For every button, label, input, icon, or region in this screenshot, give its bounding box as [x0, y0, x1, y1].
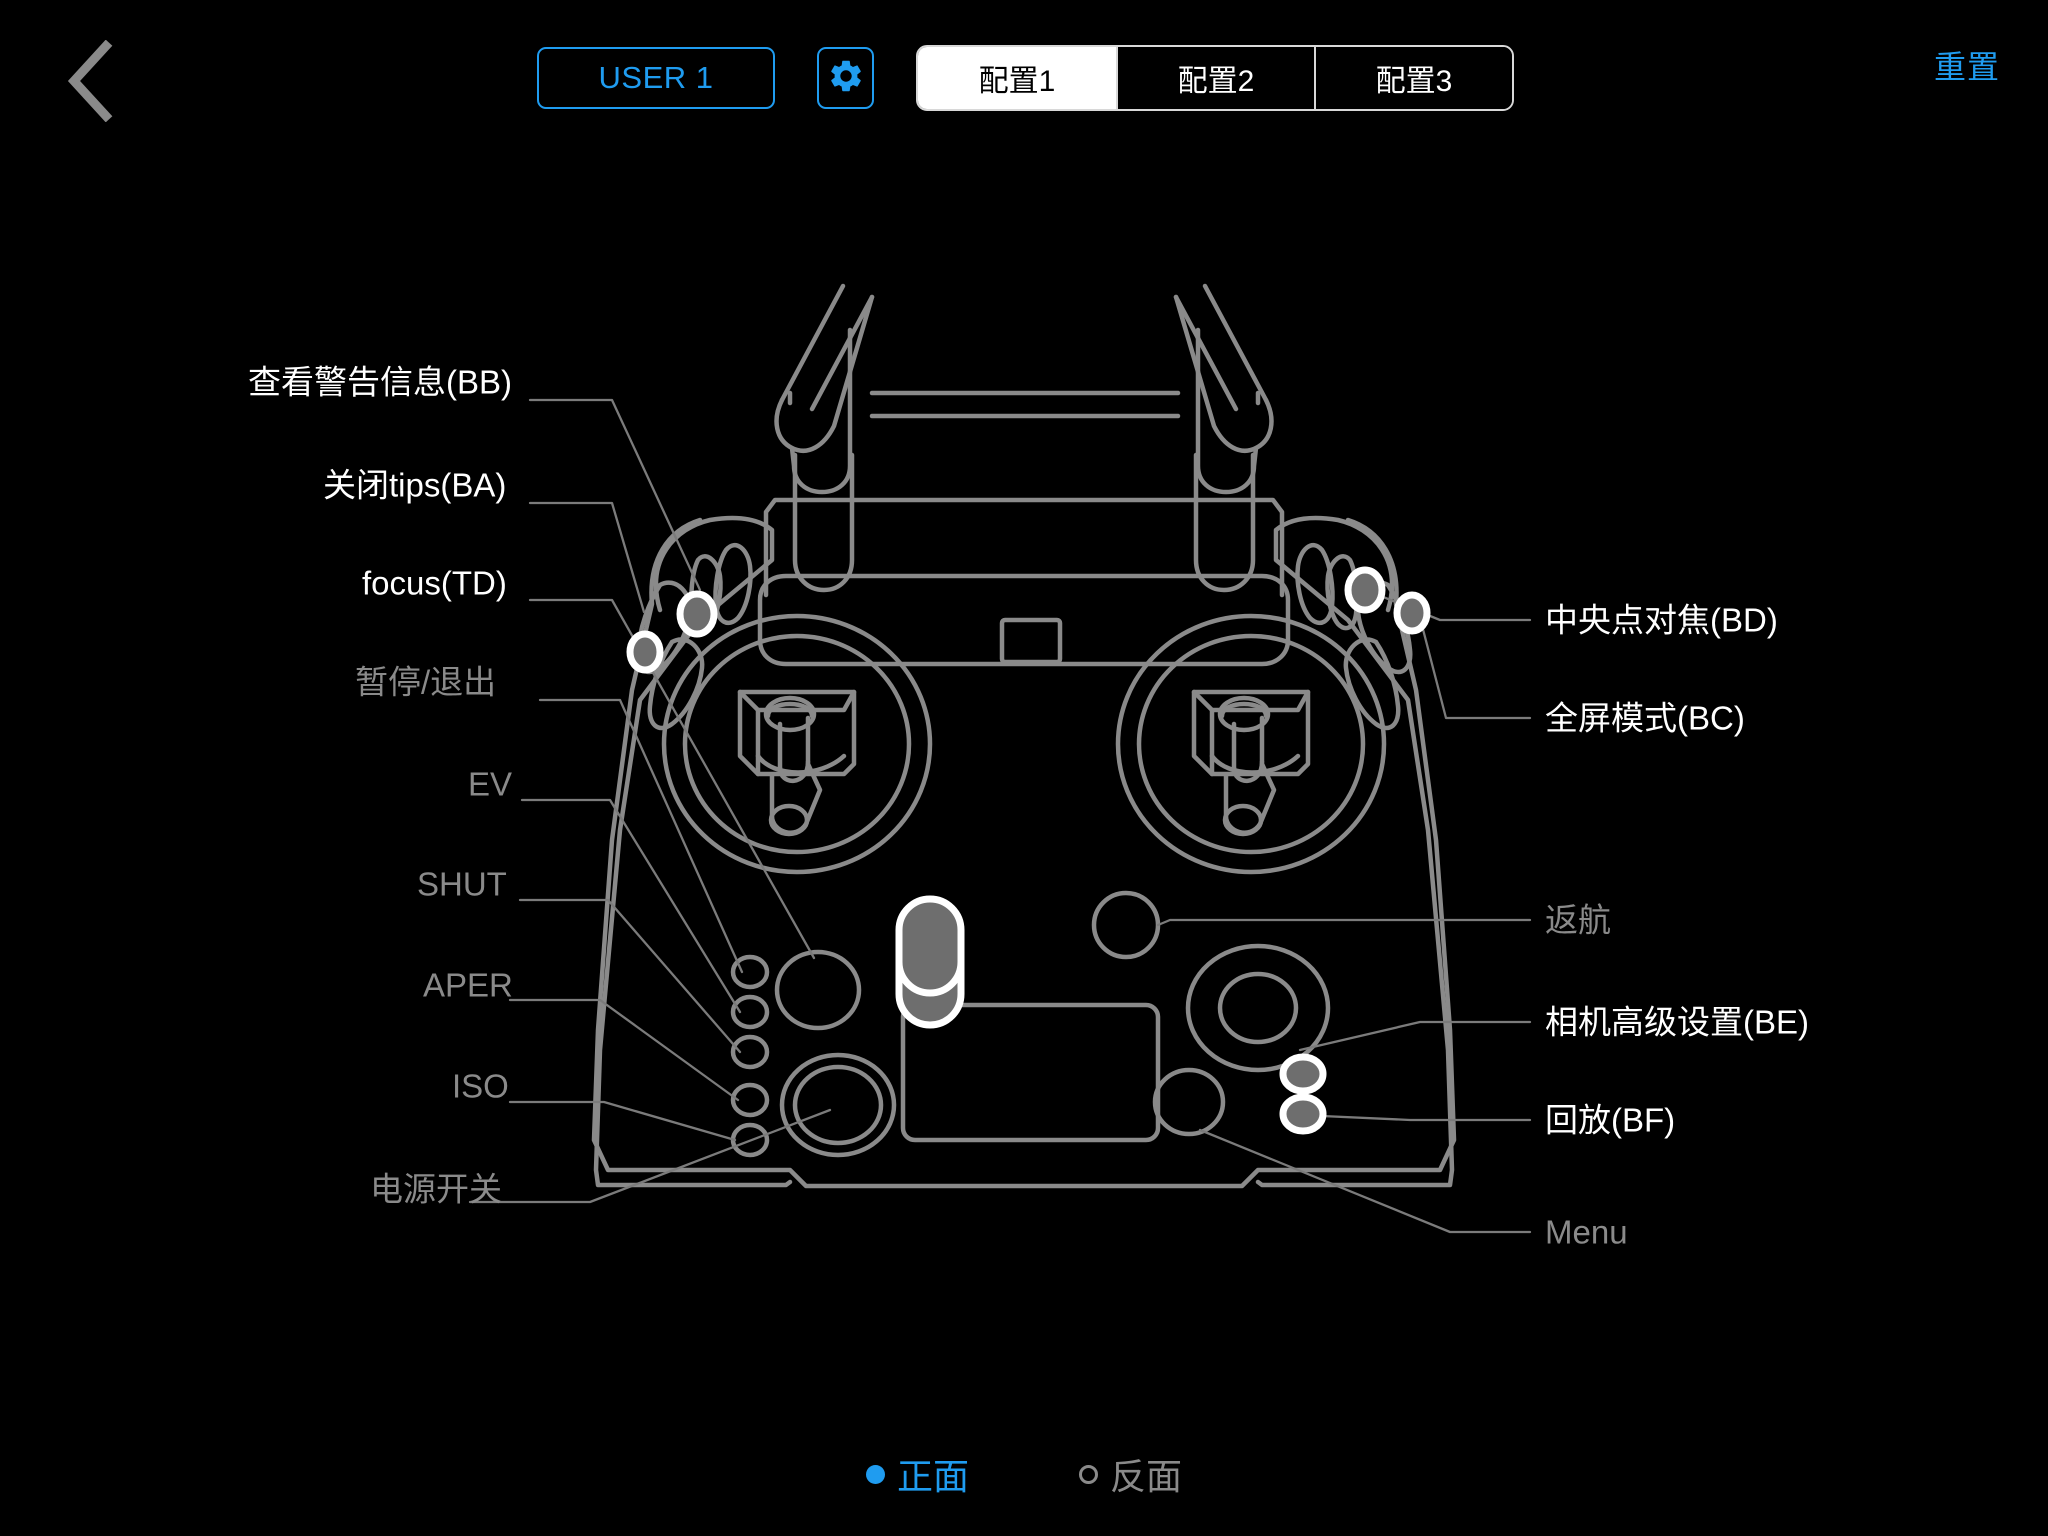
callout-label-APER[interactable]: APER [423, 966, 513, 1004]
callout-label-SHUT[interactable]: SHUT [417, 865, 507, 903]
reset-label: 重置 [1933, 49, 2000, 85]
callout-label-BC[interactable]: 全屏模式(BC) [1545, 699, 1745, 737]
callout-label-rth[interactable]: 返航 [1545, 901, 1611, 939]
btn-shut [730, 1034, 770, 1070]
reset-button[interactable]: 重置 [1934, 42, 2000, 88]
callout-label-power[interactable]: 电源开关 [370, 1170, 502, 1208]
callout-label-BB[interactable]: 查看警告信息(BB) [248, 363, 512, 401]
gear-icon [827, 57, 865, 100]
assignable-button-BD [1344, 566, 1386, 614]
assignable-button-BF [1279, 1093, 1327, 1135]
callout-label-BF[interactable]: 回放(BF) [1545, 1101, 1676, 1139]
callout-label-EV[interactable]: EV [468, 765, 513, 803]
radio-back-dot-icon [1079, 1464, 1098, 1484]
tab-config-1-label: 配置1 [978, 65, 1056, 98]
assignable-button-BE [1279, 1053, 1327, 1095]
radio-front-label: 正面 [896, 1456, 969, 1497]
controller-screen [900, 1002, 1161, 1143]
profile-tabs: 配置1 配置2 配置3 [916, 45, 1514, 111]
tab-config-1[interactable]: 配置1 [918, 47, 1116, 109]
btn-aper [730, 1082, 770, 1118]
leader-lines-right [1156, 588, 1532, 1234]
view-side-selector: 正面 反面 [0, 1448, 2048, 1500]
assignable-button-BC [1393, 591, 1431, 635]
radio-front-dot-icon [865, 1464, 885, 1484]
top-bar: USER 1 配置1 配置2 配置3 重置 [0, 0, 2048, 150]
btn-menu [1152, 1067, 1226, 1137]
antenna-left [774, 283, 875, 495]
back-button[interactable] [45, 36, 135, 126]
user-profile-label: USER 1 [598, 60, 714, 95]
joystick-left [661, 613, 933, 875]
callout-label-TD[interactable]: focus(TD) [362, 564, 507, 602]
btn-ev [730, 994, 770, 1030]
assignable-button-BB [676, 590, 718, 638]
callout-label-menu[interactable]: Menu [1545, 1213, 1628, 1251]
btn-pause-exit [730, 954, 770, 990]
callout-label-BA[interactable]: 关闭tips(BA) [323, 466, 507, 504]
settings-button[interactable] [817, 47, 874, 109]
callout-label-pause-exit[interactable]: 暂停/退出 [355, 663, 497, 701]
power-switch [779, 1052, 897, 1158]
leader-lines-left [468, 398, 832, 1204]
dial-left [774, 949, 862, 1031]
chevron-left-icon [66, 40, 114, 122]
callout-label-BD[interactable]: 中央点对焦(BD) [1545, 601, 1778, 639]
joystick-right [1115, 613, 1387, 875]
tab-config-2[interactable]: 配置2 [1116, 47, 1314, 109]
radio-back-side[interactable]: 反面 [1079, 1448, 1182, 1500]
antenna-right [1173, 283, 1274, 495]
radio-front-side[interactable]: 正面 [865, 1448, 969, 1500]
tab-config-3-label: 配置3 [1375, 65, 1453, 98]
vent-right [1295, 542, 1413, 731]
vent-left [635, 542, 753, 731]
tab-config-2-label: 配置2 [1177, 65, 1255, 98]
callout-label-BE[interactable]: 相机高级设置(BE) [1545, 1003, 1809, 1041]
user-profile-button[interactable]: USER 1 [537, 47, 775, 109]
assignable-button-TD [895, 895, 965, 1029]
callout-label-ISO[interactable]: ISO [452, 1067, 509, 1105]
tab-config-3[interactable]: 配置3 [1314, 47, 1512, 109]
dial-right [1185, 943, 1331, 1073]
led-indicator [999, 617, 1063, 665]
radio-back-label: 反面 [1110, 1456, 1183, 1497]
btn-iso [730, 1122, 770, 1158]
assignable-button-BA [626, 630, 664, 674]
btn-return-to-home [1091, 890, 1161, 960]
